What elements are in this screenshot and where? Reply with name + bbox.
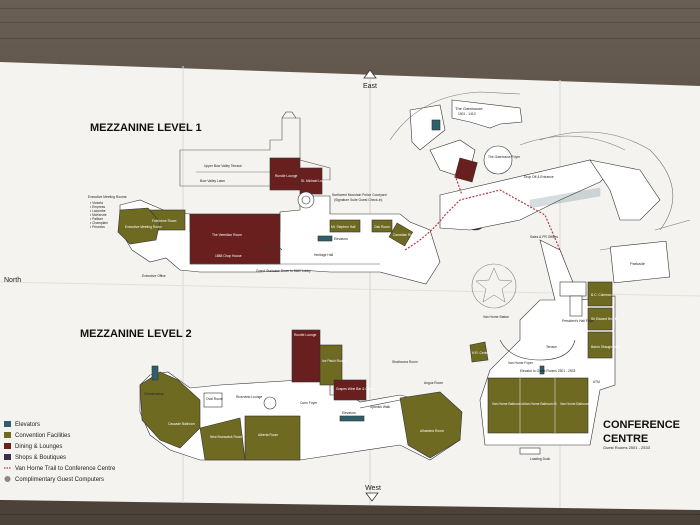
label-elevators: Elevators [334, 237, 348, 241]
compass-west: West [365, 485, 381, 492]
label-riverview: Riverview Lounge [236, 395, 262, 399]
label-exec-list-5: • Champlain [90, 221, 108, 225]
mezzanine-2-plan [139, 329, 463, 461]
label-castello: Castello Ristorante [466, 215, 494, 219]
label-exec-office: Executive Office [142, 274, 166, 278]
legend-shops: Shops & Boutiques [15, 455, 66, 461]
label-cascade: Cascade Ballroom [168, 422, 195, 426]
label-sales: Sales & PR Offices [530, 235, 558, 239]
legend-trail: Van Horne Trail to Conference Centre [15, 466, 116, 472]
north-arrow-icon [363, 69, 377, 79]
label-exec-list-3: • McKenzie [90, 213, 107, 217]
label-parkade: Parkade [630, 261, 646, 266]
label-st-michael: St. Michael Lounge [301, 179, 329, 183]
legend-swatch-convention [4, 432, 11, 438]
label-grapes: Grapes Wine Bar & Cellar [336, 387, 375, 391]
label-elevator-rooms: Elevator to Guest Rooms 2501 - 2533 [520, 369, 576, 373]
legend-swatch-dining [4, 443, 11, 449]
conference-centre-plan [469, 239, 616, 455]
label-chop-house: 1888 Chop House [215, 254, 242, 258]
map-legend: Elevators Convention Facilities Dining &… [4, 421, 116, 483]
south-arrow-icon [365, 492, 379, 502]
label-executive: Executive Meeting Room [125, 225, 162, 229]
label-ice-patch: Ice Patch Room [322, 359, 346, 363]
title-conference: CONFERENCE [603, 419, 680, 431]
label-heritage-hall: Heritage Hall [314, 253, 333, 257]
label-alhambra: Alhambra Room [420, 429, 444, 433]
label-exec-list-6: • Princess [90, 225, 105, 229]
label-strathcona: Strathcona Room [392, 360, 418, 364]
label-canadian-room: Canadian Room [393, 233, 417, 237]
label-rundle-lounge: Rundle Lounge [275, 174, 298, 178]
legend-computers: Complimentary Guest Computers [15, 477, 104, 483]
label-exec-list-0: • Victoria [90, 201, 103, 205]
label-dropoff: Drop Off & Entrance [524, 175, 554, 179]
title-mezzanine-2: MEZZANINE LEVEL 2 [80, 328, 192, 340]
label-gatehouse-sub: 1501 - 1410 [458, 112, 476, 116]
label-oval: Oval Room [206, 397, 223, 401]
label-angus: Angus Room [424, 381, 443, 385]
label-spanish: Spanish Walk [370, 405, 390, 409]
parkade [609, 240, 671, 284]
label-baron: Baron Shaughnessy [591, 345, 621, 349]
label-oak-room: Oak Room [374, 225, 390, 229]
label-alberta: Alberta Room [258, 433, 278, 437]
legend-swatch-elevators [4, 421, 11, 427]
computer-icon [4, 476, 11, 482]
label-gatehouse: The Gatehouse [455, 106, 483, 111]
legend-swatch-shops [4, 454, 11, 460]
legend-convention: Convention Facilities [15, 433, 70, 439]
label-exec-list-2: • Lacombe [90, 209, 106, 213]
label-vh-b: Van Horne Ballroom B [524, 402, 557, 406]
label-sir-edward: Sir Edward Beatty [591, 317, 618, 321]
label-exec-list-1: • Empress [90, 205, 105, 209]
conference-subtitle: Guest Rooms 2501 - 2533 [603, 445, 651, 450]
compass-east: East [363, 83, 377, 90]
label-mt-stephen: Mt. Stephen Hall [331, 225, 356, 229]
label-rundle-lounge-2: Rundle Lounge [294, 333, 317, 337]
label-exec-rooms: Executive Meeting Rooms: [88, 195, 127, 199]
label-bow-lawn: Bow Valley Lawn [200, 179, 225, 183]
gatehouse-area [389, 91, 691, 251]
label-hr: H.R. Centre [472, 351, 490, 355]
title-centre: CENTRE [603, 433, 648, 445]
van-horne-statue [471, 263, 517, 309]
legend-dining: Dining & Lounges [15, 444, 62, 450]
label-conservatory: Conservatory [144, 392, 164, 396]
label-terrace: Terrace [546, 345, 557, 349]
legend-elevators: Elevators [15, 422, 40, 428]
label-upper-bow: Upper Bow Valley Terrace [204, 164, 242, 168]
label-gatehouse-foyer: The Gatehouse Foyer [488, 155, 521, 159]
label-van-horne-foyer: Van Horne Foyer [508, 361, 534, 365]
label-presidents: President's Hall Foyer [562, 319, 595, 323]
label-vh-a: Van Horne Ballroom A [492, 402, 525, 406]
label-new-brunswick: New Brunswick Room [210, 435, 242, 439]
room-labels: The Gatehouse 1501 - 1410 The Gatehouse … [88, 106, 646, 461]
label-exec-list-4: • Palliser [90, 217, 104, 221]
label-grand-staircase: Grand Staircase Down to Main Lobby [256, 269, 311, 273]
label-northwest-courtyard: Northwest Mountain Police Courtyard [332, 193, 387, 197]
label-fairholme: Fairholme Room [152, 219, 177, 223]
mezzanine-1-plan [117, 111, 441, 285]
label-elevators-2: Elevators [342, 411, 356, 415]
label-loading: Loading Dock [530, 457, 551, 461]
label-curio: Curio Foyer [300, 401, 318, 405]
compass-north: North [4, 277, 21, 284]
label-van-horne: Van Horne Statue [483, 315, 509, 319]
label-signature-suite: (Signature Suite Guest Check-in) [334, 198, 382, 202]
label-bc-room: B.C. Coleman [591, 293, 612, 297]
van-horne-trail [404, 189, 576, 291]
label-atm: ATM [593, 380, 600, 384]
title-mezzanine-1: MEZZANINE LEVEL 1 [90, 122, 202, 134]
label-vermilion: The Vermilion Room [212, 233, 242, 237]
label-vh-c: Van Horne Ballroom C [560, 402, 593, 406]
